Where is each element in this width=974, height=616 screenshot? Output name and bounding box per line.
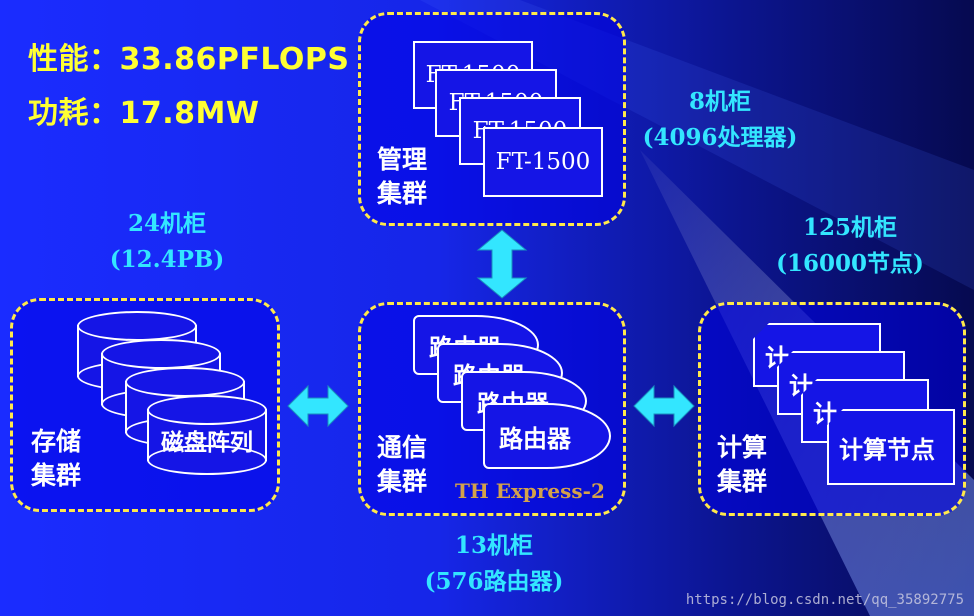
compute-cabinet-detail: (16000节点) [776, 250, 924, 277]
performance-spec: 性能：33.86PFLOPS [28, 42, 350, 77]
compute-cabinet-count: 125机柜 [802, 214, 897, 241]
ft1500-card: FT-1500 [483, 127, 603, 197]
storage-cluster-label: 存储 集群 [31, 427, 82, 490]
storage-cluster: 磁 磁 磁 磁盘阵列 存储 集群 [10, 298, 280, 512]
horizontal-double-arrow-right [633, 384, 695, 428]
disk-array-cylinder: 磁盘阵列 [147, 395, 267, 475]
compute-cluster: 计 计 计 计算节点 计算 集群 [698, 302, 966, 516]
compute-cabinet-info: 125机柜 (16000节点) [760, 210, 940, 282]
communication-cabinet-count: 13机柜 [454, 532, 533, 559]
power-spec: 功耗：17.8MW [28, 96, 260, 131]
storage-cabinet-info: 24机柜 (12.4PB) [92, 206, 242, 278]
management-cabinet-detail: (4096处理器) [642, 124, 798, 151]
management-cluster: FT-1500 FT-1500 FT-1500 FT-1500 管理 集群 [358, 12, 626, 226]
management-cluster-label: 管理 集群 [377, 145, 428, 208]
communication-cabinet-info: 13机柜 (576路由器) [404, 528, 584, 600]
communication-cluster: 路由器 路由器 路由器 路由器 通信 集群 TH Express-2 [358, 302, 626, 516]
compute-node-card: 计算节点 [827, 409, 955, 485]
storage-cabinet-count: 24机柜 [127, 210, 206, 237]
compute-cluster-label: 计算 集群 [717, 433, 768, 496]
horizontal-double-arrow-left [287, 384, 349, 428]
watermark: https://blog.csdn.net/qq_35892775 [685, 592, 964, 608]
communication-cluster-label: 通信 集群 [377, 433, 428, 496]
communication-cabinet-detail: (576路由器) [424, 568, 564, 595]
network-name: TH Express-2 [455, 479, 605, 503]
vertical-double-arrow [476, 229, 528, 299]
storage-cabinet-detail: (12.4PB) [109, 246, 225, 273]
management-cabinet-count: 8机柜 [688, 88, 751, 115]
management-cabinet-info: 8机柜 (4096处理器) [630, 84, 810, 156]
router-shape: 路由器 [483, 403, 611, 469]
